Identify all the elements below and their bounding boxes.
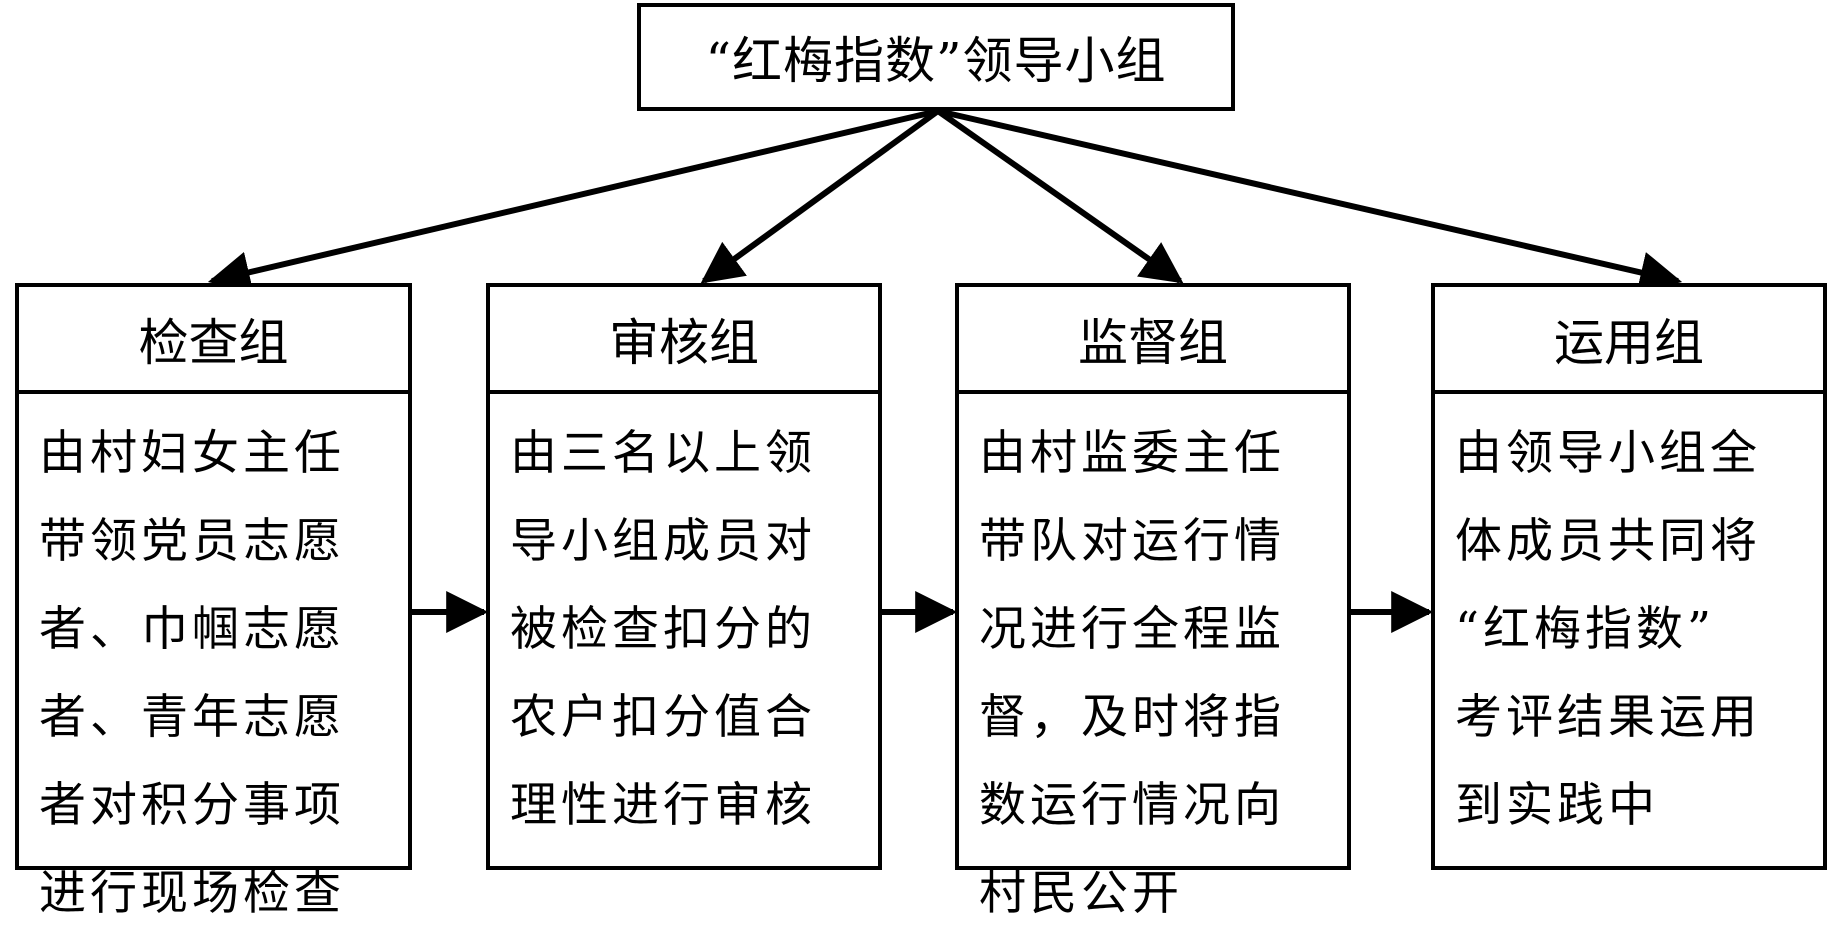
inspection-group-title: 检查组	[19, 287, 408, 394]
description-line: 农户扣分值合	[510, 690, 816, 745]
application-group-node: 运用组 由领导小组全 体成员共同将 “红梅指数” 考评结果运用 到实践中	[1431, 283, 1827, 870]
description-line: 村民公开	[979, 866, 1183, 921]
description-line: 考评结果运用	[1455, 690, 1761, 745]
description-line: 由领导小组全	[1455, 426, 1761, 481]
description-line: 况进行全程监	[979, 602, 1285, 657]
description-line: 理性进行审核	[510, 778, 816, 833]
leadership-group-node: “红梅指数”领导小组	[637, 3, 1235, 111]
description-line: 数运行情况向	[979, 778, 1285, 833]
description-line: 带领党员志愿	[39, 514, 345, 569]
supervision-group-description: 由村监委主任 带队对运行情 况进行全程监 督，及时将指 数运行情况向 村民公开	[959, 394, 1347, 938]
leadership-group-label: “红梅指数”领导小组	[705, 32, 1167, 90]
supervision-group-node: 监督组 由村监委主任 带队对运行情 况进行全程监 督，及时将指 数运行情况向 村…	[955, 283, 1351, 921]
application-group-description: 由领导小组全 体成员共同将 “红梅指数” 考评结果运用 到实践中	[1435, 394, 1823, 850]
description-line: 督，及时将指	[979, 690, 1285, 745]
description-line: “红梅指数”	[1455, 602, 1716, 657]
description-line: 导小组成员对	[510, 514, 816, 569]
review-group-description: 由三名以上领 导小组成员对 被检查扣分的 农户扣分值合 理性进行审核	[490, 394, 878, 850]
arrow-root-to-supervision	[936, 108, 1184, 284]
description-line: 体成员共同将	[1455, 514, 1761, 569]
description-line: 者对积分事项	[39, 778, 345, 833]
description-line: 被检查扣分的	[510, 602, 816, 657]
inspection-group-description: 由村妇女主任 带领党员志愿 者、巾帼志愿 者、青年志愿 者对积分事项 进行现场检…	[19, 394, 408, 938]
application-group-title: 运用组	[1435, 287, 1823, 394]
description-line: 进行现场检查	[39, 866, 345, 921]
supervision-group-title: 监督组	[959, 287, 1347, 394]
arrow-root-to-application	[937, 108, 1683, 294]
description-line: 带队对运行情	[979, 514, 1285, 569]
arrow-root-to-inspection	[207, 108, 939, 293]
inspection-group-node: 检查组 由村妇女主任 带领党员志愿 者、巾帼志愿 者、青年志愿 者对积分事项 进…	[15, 283, 412, 921]
description-line: 由村监委主任	[979, 426, 1285, 481]
description-line: 到实践中	[1455, 778, 1659, 833]
arrow-root-to-review	[700, 108, 940, 284]
review-group-node: 审核组 由三名以上领 导小组成员对 被检查扣分的 农户扣分值合 理性进行审核	[486, 283, 882, 870]
description-line: 者、巾帼志愿	[39, 602, 345, 657]
description-line: 由三名以上领	[510, 426, 816, 481]
review-group-title: 审核组	[490, 287, 878, 394]
description-line: 由村妇女主任	[39, 426, 345, 481]
description-line: 者、青年志愿	[39, 690, 345, 745]
